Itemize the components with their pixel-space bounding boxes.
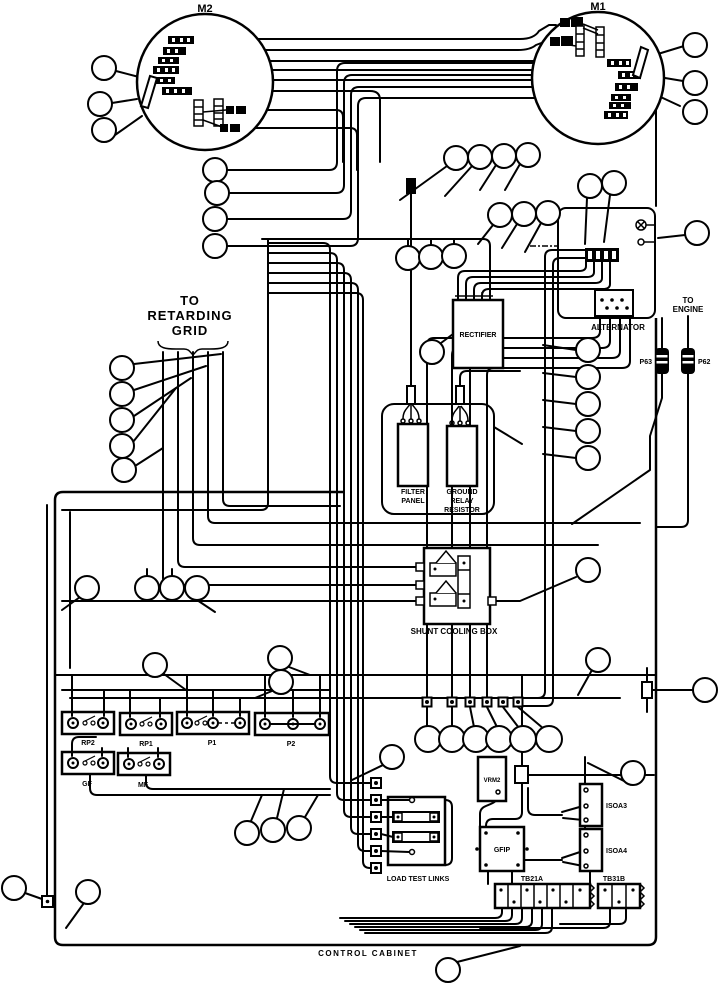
ltl-dots: [374, 781, 436, 870]
tb31b-dots: [603, 888, 635, 904]
rp2-label: RP2: [81, 740, 95, 747]
tb31b-label: TB31B: [603, 876, 625, 883]
shunt-cooling-box-label: SHUNT COOLING BOX: [411, 627, 498, 636]
connector-p63: [655, 348, 669, 374]
isoa3: [578, 782, 604, 828]
filter-feed-connector: [406, 178, 416, 194]
rectifier-label: RECTIFIER: [460, 332, 497, 339]
grr-label-3: RESISTOR: [444, 507, 480, 514]
right-edge-connector: [641, 681, 653, 699]
control-cabinet-border: [53, 318, 658, 947]
motor-m1: [530, 10, 666, 146]
motor-m1-label: M1: [590, 1, 605, 13]
tb21a-label: TB21A: [521, 876, 543, 883]
shunt-cooling-box: [415, 546, 497, 626]
grr-label-1: GROUND: [446, 489, 477, 496]
vrm2: [476, 755, 529, 803]
p1-label: P1: [208, 740, 217, 747]
isoa3-label: ISOA3: [606, 803, 627, 810]
ground-relay-resistor: [445, 385, 479, 488]
connector-p62: [681, 348, 695, 374]
load-test-links-label: LOAD TEST LINKS: [387, 876, 450, 883]
isoa4-label: ISOA4: [606, 848, 627, 855]
vrm2-label: VRM2: [484, 778, 501, 784]
wires: [24, 24, 694, 963]
isoa4: [578, 827, 604, 873]
alternator: [530, 207, 656, 319]
callout-circles: [1, 32, 718, 983]
tb21a-strip: [493, 882, 596, 910]
tb21a-dots: [499, 888, 582, 904]
gfip-label: GFIP: [494, 847, 511, 854]
filter-panel-label-2: PANEL: [401, 498, 425, 505]
terminal-blocks: [60, 710, 331, 777]
control-cabinet-label: CONTROL CABINET: [318, 949, 418, 958]
mf-label: MF: [138, 782, 149, 789]
retarding-grid-brace: [157, 340, 229, 357]
to-engine-label-2: ENGINE: [673, 305, 704, 314]
gf-label: GF: [82, 781, 92, 788]
retarding-grid-label-3: GRID: [172, 323, 209, 338]
filter-panel-label-1: FILTER: [401, 489, 425, 496]
p62-label: P62: [698, 359, 711, 366]
left-edge-connector-dot: [45, 899, 50, 904]
terminal-squares-dots: [425, 700, 520, 704]
grr-label-2: RELAY: [450, 498, 473, 505]
rp1-label: RP1: [139, 741, 153, 748]
p63-label: P63: [640, 359, 653, 366]
retarding-grid-label-2: RETARDING: [147, 308, 232, 323]
to-engine-label-1: TO: [683, 296, 694, 305]
motor-m2: [135, 12, 275, 152]
retarding-grid-label-1: TO: [180, 293, 200, 308]
load-test-links: [370, 777, 453, 874]
alternator-label: ALTERNATOR: [591, 323, 645, 332]
terminal-block-dots: [71, 721, 322, 766]
tb31b-strip: [596, 882, 646, 910]
motor-m2-label: M2: [197, 3, 212, 15]
rectifier: [451, 292, 505, 370]
p2-label: P2: [287, 741, 296, 748]
filter-panel: [381, 385, 495, 515]
gfip: [475, 825, 529, 873]
